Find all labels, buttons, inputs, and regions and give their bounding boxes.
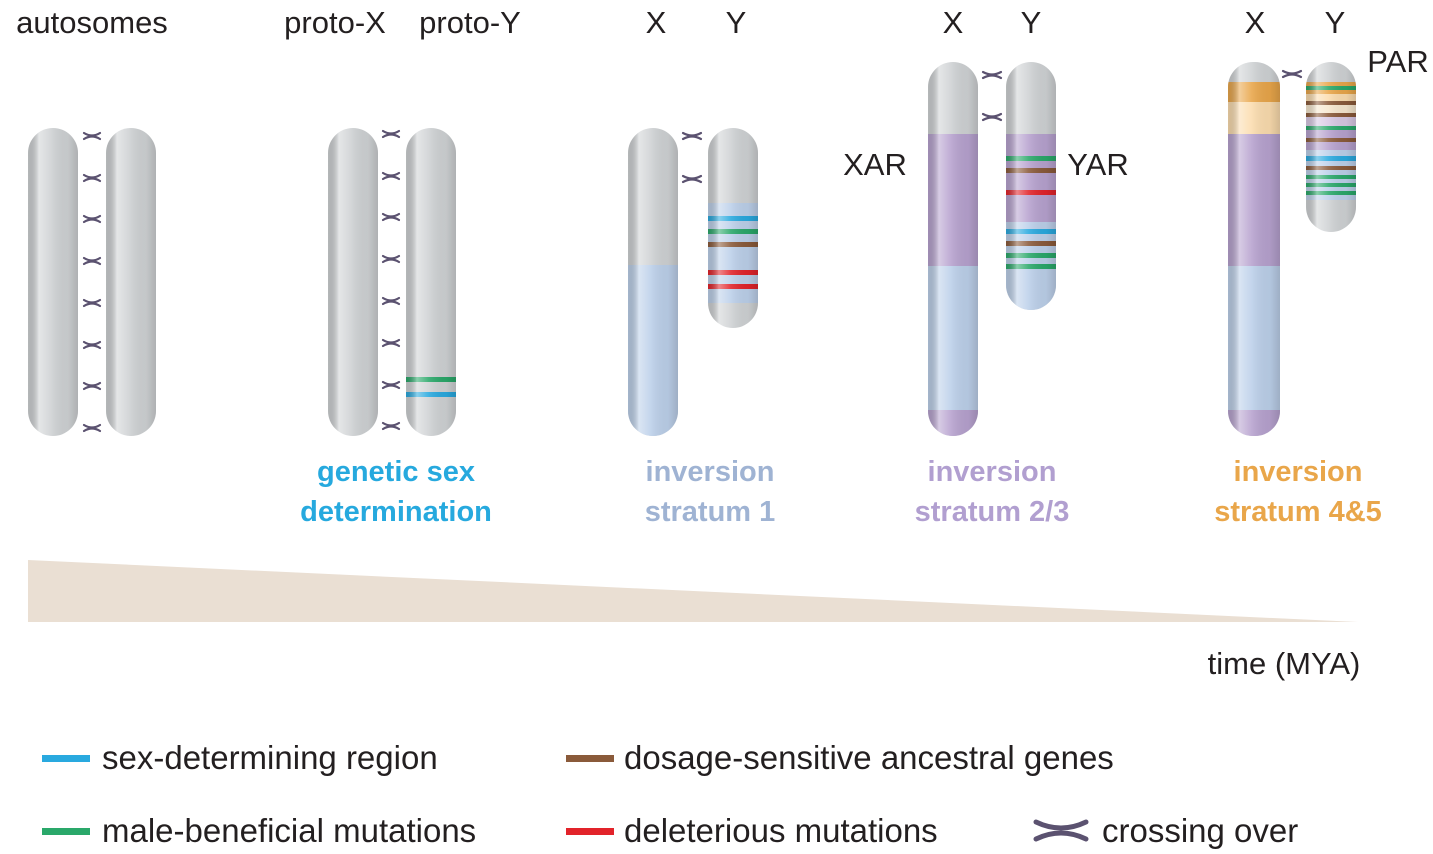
autosome-right: [106, 128, 156, 436]
cross-x-icon: [681, 131, 703, 141]
autosome-crossovers: [82, 131, 102, 433]
header-x-stratum1: X: [646, 5, 667, 40]
stage-label-stratum45-line2: stratum 4&5: [1214, 496, 1382, 528]
cross-x-icon: [82, 423, 102, 433]
stratum23-crossovers: [981, 70, 1003, 122]
header-y-stratum23: Y: [1021, 5, 1042, 40]
x-chromosome-stratum23: [928, 62, 978, 436]
cross-x-icon: [381, 254, 401, 264]
stage-label-genetic-sex-line2: determination: [300, 496, 492, 528]
cross-x-icon: [981, 112, 1003, 122]
yar-label: YAR: [1067, 147, 1128, 182]
cross-x-icon: [381, 212, 401, 222]
proto-x-chromosome: [328, 128, 378, 436]
legend-label-crossing-over: crossing over: [1102, 812, 1298, 849]
cross-x-icon: [381, 171, 401, 181]
par-label: PAR: [1367, 44, 1428, 79]
cross-x-icon: [82, 340, 102, 350]
cross-x-icon: [1281, 69, 1303, 79]
stage-label-stratum45-line1: inversion: [1234, 456, 1363, 488]
cross-x-icon: [82, 256, 102, 266]
cross-x-icon: [82, 131, 102, 141]
legend-item-sex-determining: sex-determining region: [42, 739, 438, 776]
legend-label-deleterious: deleterious mutations: [624, 812, 938, 849]
y-chromosome-stratum23: [1006, 62, 1056, 310]
legend-swatch-deleterious: [566, 828, 614, 835]
legend-label-sex-determining: sex-determining region: [102, 739, 438, 776]
header-y-stratum45: Y: [1325, 5, 1346, 40]
header-proto-x: proto-X: [284, 5, 386, 40]
legend-label-male-beneficial: male-beneficial mutations: [102, 812, 476, 849]
header-x-stratum45: X: [1245, 5, 1266, 40]
legend-swatch-sex-determining: [42, 755, 90, 762]
stage-label-stratum1-line1: inversion: [646, 456, 775, 488]
stage-label-stratum1-line2: stratum 1: [645, 496, 776, 528]
x-chromosome-stratum45: [1228, 62, 1280, 436]
x-chromosome-stratum1: [628, 128, 678, 436]
legend-label-dosage-sensitive: dosage-sensitive ancestral genes: [624, 739, 1114, 776]
header-y-stratum1: Y: [726, 5, 747, 40]
cross-x-icon: [82, 214, 102, 224]
cross-x-icon: [82, 173, 102, 183]
time-axis-label: time (MYA): [1208, 646, 1361, 681]
legend-item-crossing-over: crossing over: [1033, 812, 1298, 849]
legend: sex-determining region dosage-sensitive …: [42, 739, 1298, 849]
y-chromosome-stratum1: [708, 128, 758, 328]
stage-label-stratum23-line2: stratum 2/3: [915, 496, 1070, 528]
cross-x-icon: [82, 381, 102, 391]
legend-swatch-dosage-sensitive: [566, 755, 614, 762]
legend-item-male-beneficial: male-beneficial mutations: [42, 812, 476, 849]
stratum45-crossovers: [1281, 69, 1303, 79]
xar-label: XAR: [843, 147, 907, 182]
cross-x-icon: [381, 129, 401, 139]
cross-x-icon: [82, 298, 102, 308]
proto-crossovers: [381, 129, 401, 431]
cross-x-icon: [381, 338, 401, 348]
cross-x-icon: [381, 421, 401, 431]
stage-label-genetic-sex-line1: genetic sex: [317, 456, 475, 488]
time-wedge: [28, 560, 1358, 622]
autosome-left: [28, 128, 78, 436]
cross-x-icon: [1033, 819, 1089, 842]
header-autosomes: autosomes: [16, 5, 168, 40]
header-proto-y: proto-Y: [419, 5, 521, 40]
stage-label-stratum23-line1: inversion: [928, 456, 1057, 488]
stratum1-crossovers: [681, 131, 703, 184]
header-x-stratum23: X: [943, 5, 964, 40]
cross-x-icon: [381, 380, 401, 390]
proto-y-chromosome: [406, 128, 456, 436]
cross-x-icon: [681, 174, 703, 184]
cross-x-icon: [981, 70, 1003, 80]
y-chromosome-stratum45: [1306, 62, 1356, 232]
legend-item-dosage-sensitive: dosage-sensitive ancestral genes: [566, 739, 1114, 776]
legend-item-deleterious: deleterious mutations: [566, 812, 938, 849]
legend-swatch-male-beneficial: [42, 828, 90, 835]
cross-x-icon: [381, 296, 401, 306]
